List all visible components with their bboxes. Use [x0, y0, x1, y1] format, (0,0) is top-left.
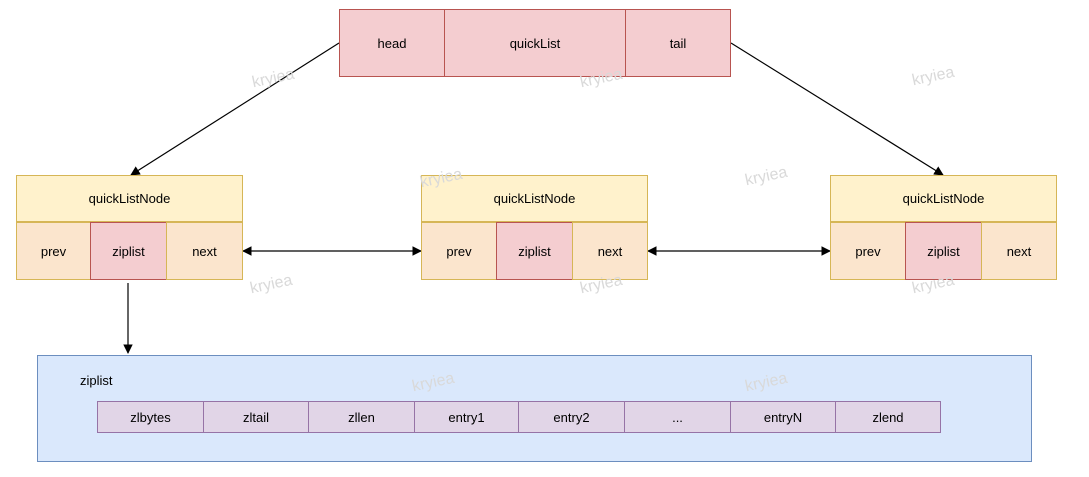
- node-prev-cell: prev: [16, 222, 91, 280]
- quicklist-title-cell: quickList: [444, 9, 626, 77]
- node-title: quickListNode: [421, 175, 648, 222]
- ziplist-field-ellipsis: ...: [624, 401, 731, 433]
- node-ziplist-cell: ziplist: [90, 222, 167, 280]
- ziplist-field-zlend: zlend: [835, 401, 941, 433]
- node-next-cell: next: [572, 222, 648, 280]
- node-title: quickListNode: [830, 175, 1057, 222]
- node-title: quickListNode: [16, 175, 243, 222]
- ziplist-field-zllen: zllen: [308, 401, 415, 433]
- tail-to-last-node-arrow: [730, 42, 944, 176]
- ziplist-label: ziplist: [80, 373, 113, 388]
- ziplist-field-zlbytes: zlbytes: [97, 401, 204, 433]
- ziplist-field-entry2: entry2: [518, 401, 625, 433]
- quicklist-tail-cell: tail: [625, 9, 731, 77]
- node-ziplist-cell: ziplist: [496, 222, 573, 280]
- quicklist-head-cell: head: [339, 9, 445, 77]
- node-ziplist-cell: ziplist: [905, 222, 982, 280]
- node-next-cell: next: [166, 222, 243, 280]
- ziplist-field-entry1: entry1: [414, 401, 519, 433]
- ziplist-field-entryN: entryN: [730, 401, 836, 433]
- ziplist-field-zltail: zltail: [203, 401, 309, 433]
- head-to-first-node-arrow: [130, 42, 340, 176]
- node-prev-cell: prev: [421, 222, 497, 280]
- node-next-cell: next: [981, 222, 1057, 280]
- node-prev-cell: prev: [830, 222, 906, 280]
